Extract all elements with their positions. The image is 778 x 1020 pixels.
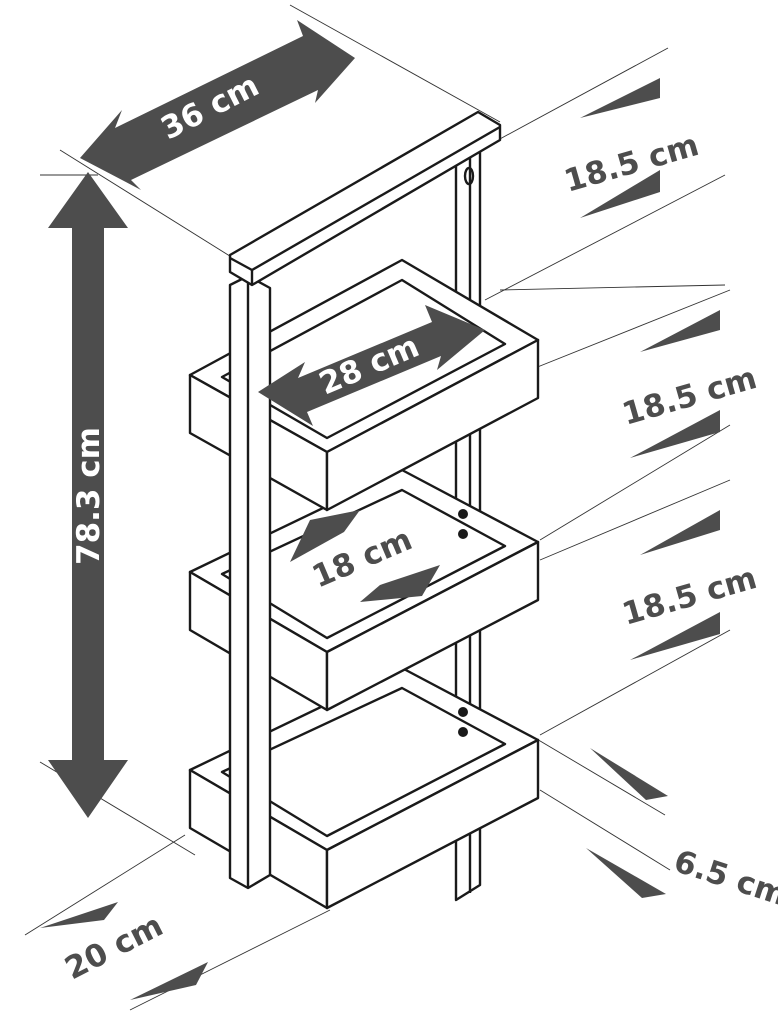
foot-arrow-upper [590, 748, 668, 800]
tray-depth-arrow-left [290, 510, 360, 562]
front-post [228, 274, 272, 890]
height-arrow [48, 172, 128, 818]
tray-length-arrow [258, 305, 485, 426]
gap-top-arrow-up [580, 78, 660, 118]
depth-arrow-lower [130, 962, 208, 1000]
hook-icon [463, 166, 475, 186]
gap-middle-arrow-up [640, 310, 720, 352]
gap-top-arrow-down [580, 170, 660, 218]
gap-middle-label: 18.5 cm [618, 360, 761, 433]
guide-lines [24, 4, 731, 1011]
gap-bottom-label: 18.5 cm [618, 560, 761, 633]
gap-bottom-arrow-down [630, 612, 720, 660]
shelf-unit [188, 110, 540, 910]
gap-middle-arrow-down [630, 410, 720, 458]
height-label: 78.3 cm [71, 427, 107, 565]
width-arrow [80, 20, 355, 190]
foot-arrow-lower [586, 848, 666, 898]
depth-arrow-upper [40, 902, 118, 928]
foot-label: 6.5 cm [670, 843, 778, 913]
gap-bottom-arrow-up [640, 510, 720, 555]
tray-depth-arrow-right [360, 565, 440, 602]
dimension-arrows [40, 20, 720, 1000]
top-rail [228, 110, 502, 287]
